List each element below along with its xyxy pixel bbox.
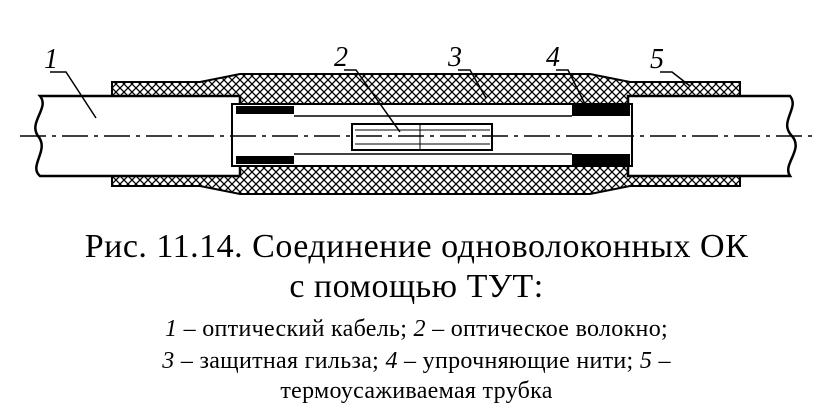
legend-text-6: термоусаживаемая трубка (280, 378, 553, 404)
splice-diagram: 1 2 3 4 5 (20, 42, 815, 195)
legend-text-2: – оптическое волокно; (425, 316, 668, 342)
legend-number-5: 5 (639, 348, 653, 374)
leader-line-1 (50, 71, 97, 119)
legend-line-1: 1 – оптический кабель; 2 – оптическое во… (0, 315, 833, 343)
callout-3: 3 (447, 42, 462, 73)
figure-caption-line-1: Рис. 11.14. Соединение одноволоконных ОК (84, 228, 749, 265)
callout-5: 5 (650, 44, 664, 75)
optical-fiber (351, 123, 493, 151)
leader-line-3 (458, 69, 487, 99)
leader-line-2 (344, 69, 401, 133)
strength-member-top-left (236, 106, 294, 114)
legend-number-1: 1 (165, 316, 178, 342)
callout-2: 2 (334, 42, 348, 73)
legend-text-1: – оптический кабель; (177, 316, 414, 342)
leader-line-4 (556, 69, 589, 111)
callout-1: 1 (44, 44, 58, 75)
figure-caption-line-2: с помощью ТУТ: (289, 268, 544, 305)
strength-member-bottom-right (572, 154, 630, 166)
legend-number-3: 3 (162, 348, 175, 374)
legend-text-4: – упрочняющие нити; (397, 348, 640, 374)
callout-4: 4 (546, 42, 560, 73)
leader-line-5 (660, 71, 691, 87)
legend-line-2: 3 – защитная гильза; 4 – упрочняющие нит… (0, 347, 833, 375)
legend-number-2: 2 (413, 316, 426, 342)
strength-member-top-right (572, 104, 630, 116)
legend-text-5: – (652, 348, 671, 374)
legend-text-3: – защитная гильза; (174, 348, 386, 374)
legend-number-4: 4 (385, 348, 398, 374)
strength-member-bottom-left (236, 156, 294, 164)
legend-line-3: термоусаживаемая трубка (0, 377, 833, 405)
